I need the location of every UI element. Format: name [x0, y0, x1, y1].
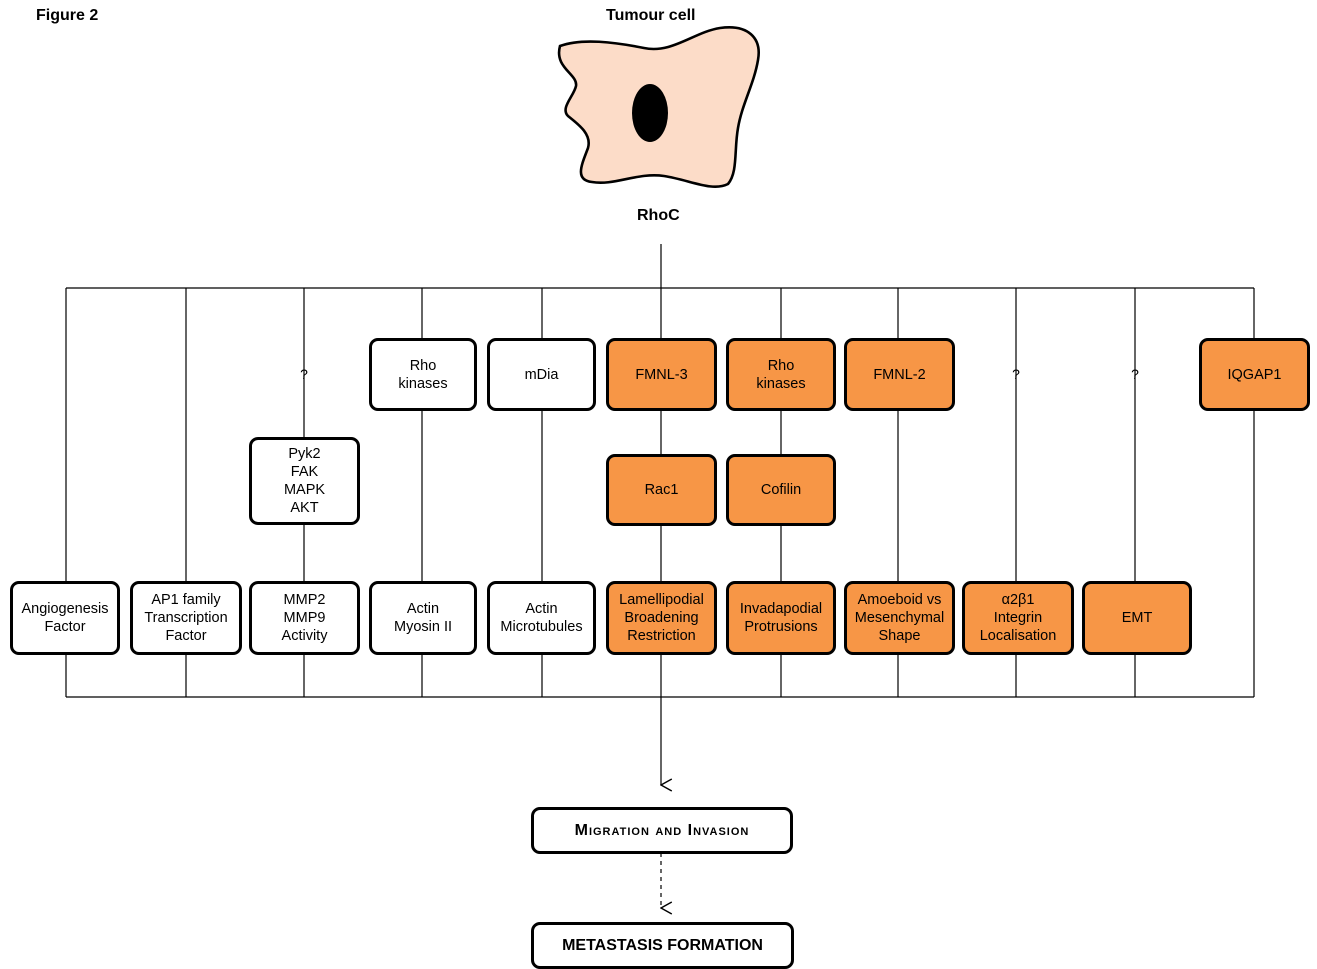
tumour-cell-label: Tumour cell [606, 7, 696, 24]
node-actin-microtubules: Actin Microtubules [487, 581, 596, 655]
node-fmnl-3: FMNL-3 [606, 338, 717, 411]
tumour-cell-image [557, 26, 760, 188]
node-invadapodial-protrusions: Invadapodial Protrusions [726, 581, 836, 655]
node-integrin-localisation: α2β1 Integrin Localisation [962, 581, 1074, 655]
outcome-metastasis-text: METASTASIS FORMATION [562, 936, 763, 954]
node-ap1-transcription-factor: AP1 family Transcription Factor [130, 581, 242, 655]
node-actin-myosin: Actin Myosin II [369, 581, 477, 655]
outcome-migration-invasion: Migration and Invasion [531, 807, 793, 854]
node-rac1: Rac1 [606, 454, 717, 526]
node-mdia: mDia [487, 338, 596, 411]
node-amoeboid-mesenchymal: Amoeboid vs Mesenchymal Shape [844, 581, 955, 655]
outcome-migration-text: Migration and Invasion [574, 821, 750, 839]
question-mark-emt: ? [1131, 366, 1139, 382]
question-mark-mmp: ? [300, 366, 308, 382]
node-iqgap1: IQGAP1 [1199, 338, 1310, 411]
rhoc-label: RhoC [637, 207, 680, 224]
node-fmnl-2: FMNL-2 [844, 338, 955, 411]
node-emt: EMT [1082, 581, 1192, 655]
node-angiogenesis-factor: Angiogenesis Factor [10, 581, 120, 655]
node-cofilin: Cofilin [726, 454, 836, 526]
node-pyk2-fak-mapk-akt: Pyk2 FAK MAPK AKT [249, 437, 360, 525]
node-lamellipodial-broadening: Lamellipodial Broadening Restriction [606, 581, 717, 655]
node-rho-kinases-top: Rho kinases [369, 338, 477, 411]
tumour-cell-nucleus [632, 84, 668, 142]
outcome-metastasis-formation: METASTASIS FORMATION [531, 922, 794, 969]
question-mark-integrin: ? [1012, 366, 1020, 382]
node-mmp-activity: MMP2 MMP9 Activity [249, 581, 360, 655]
figure-label: Figure 2 [36, 7, 99, 24]
node-rho-kinases-orange: Rho kinases [726, 338, 836, 411]
